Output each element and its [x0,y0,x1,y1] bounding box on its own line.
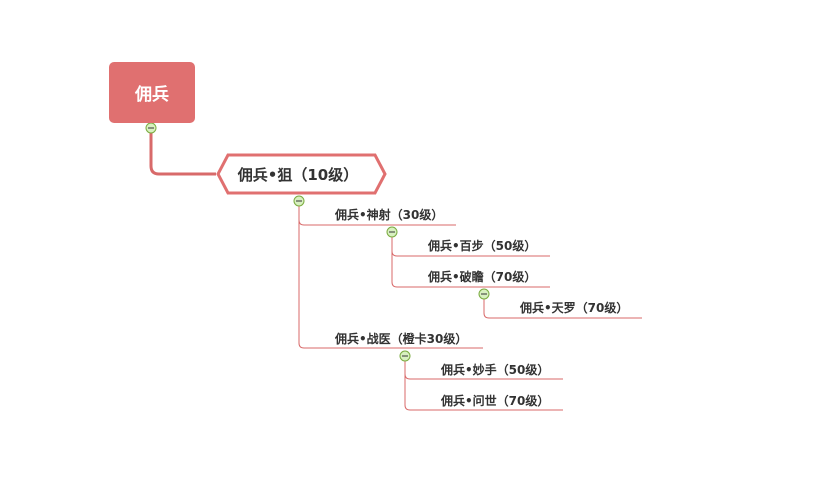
topic-label: 佣兵•神射（30级） [335,208,444,222]
collapse-button-shenshe[interactable] [386,226,398,238]
topic-label: 佣兵•战医（橙卡30级） [335,332,468,346]
topic-shenshe[interactable]: 佣兵•神射（30级） [335,206,443,223]
level1-label: 佣兵•狙（10级） [237,165,359,184]
connector-baibu [391,250,550,257]
collapse-button-root[interactable] [145,122,157,134]
connector-level1-children [298,200,483,349]
topic-label: 佣兵•妙手（50级） [441,363,550,377]
topic-wenshi[interactable]: 佣兵•问世（70级） [441,392,549,409]
root-node[interactable]: 佣兵 [109,62,195,123]
connector-shenshe-children [391,232,550,288]
topic-label: 佣兵•天罗（70级） [520,301,629,315]
topic-miaoshou[interactable]: 佣兵•妙手（50级） [441,361,549,378]
topic-label: 佣兵•问世（70级） [441,394,550,408]
collapse-button-zhanyi[interactable] [399,350,411,362]
topic-label: 佣兵•百步（50级） [428,239,537,253]
topic-pozhan[interactable]: 佣兵•破瞻（70级） [428,268,536,285]
connector-root-level1 [149,128,216,176]
collapse-button-pozhan[interactable] [478,288,490,300]
connector-shenshe [298,219,456,226]
topic-tianluo[interactable]: 佣兵•天罗（70级） [520,299,628,316]
topic-baibu[interactable]: 佣兵•百步（50级） [428,237,536,254]
connector-miaoshou [404,373,563,380]
level1-node[interactable]: 佣兵•狙（10级） [228,156,368,192]
topic-label: 佣兵•破瞻（70级） [428,270,537,284]
connector-tianluo [483,294,642,319]
topic-zhanyi[interactable]: 佣兵•战医（橙卡30级） [335,330,467,347]
collapse-button-level1[interactable] [293,195,305,207]
connector-zhanyi-children [404,356,563,411]
level1-hexagon [216,153,387,195]
root-label: 佣兵 [135,85,169,105]
